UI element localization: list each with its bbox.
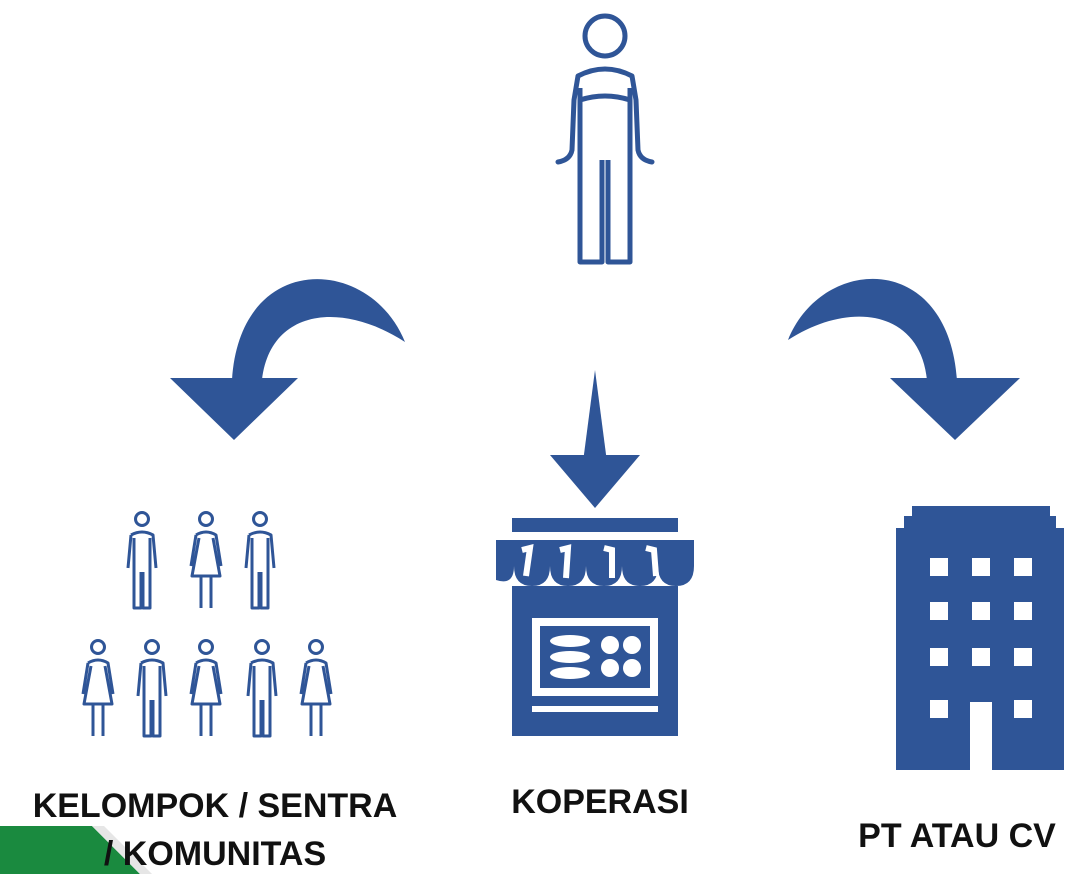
- label-pt-atau-cv: PT ATAU CV: [858, 817, 1056, 855]
- office-building-icon: [896, 506, 1064, 770]
- shop-stall-icon: [496, 518, 694, 736]
- curved-arrow-right-icon: [788, 278, 1020, 440]
- label-koperasi: KOPERASI: [511, 783, 689, 821]
- label-kelompok-line2: / KOMUNITAS: [103, 835, 327, 873]
- label-kelompok-line1: KELOMPOK / SENTRA: [32, 787, 398, 825]
- down-arrow-icon: [550, 370, 640, 508]
- person-icon: [555, 13, 655, 265]
- curved-arrow-left-icon: [170, 279, 405, 440]
- green-corner-decoration: [0, 826, 152, 874]
- group-of-people-icon: [81, 510, 333, 738]
